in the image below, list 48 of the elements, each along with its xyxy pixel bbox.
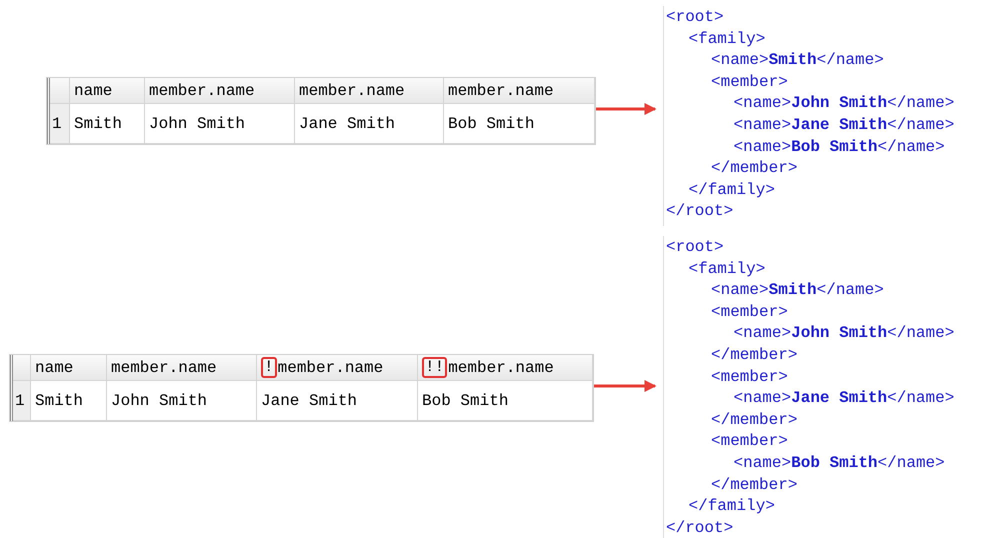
row-number: 1	[50, 104, 70, 144]
arrow	[592, 380, 656, 392]
code-line: <name>Jane Smith</name>	[734, 116, 954, 134]
table-cell: Bob Smith	[418, 381, 593, 421]
code-line: <name>Smith</name>	[711, 51, 884, 70]
code-line: <member>	[711, 72, 788, 91]
header-text: member.name	[278, 358, 384, 376]
code-line: </member>	[711, 346, 798, 364]
code-line: <name>John Smith</name>	[734, 94, 954, 112]
code-line: <name>Jane Smith</name>	[734, 389, 954, 408]
column-header: member.name	[145, 78, 295, 104]
table-cell: Smith	[31, 381, 107, 421]
code-line: <name>Bob Smith</name>	[734, 138, 945, 156]
code-line: </member>	[711, 476, 798, 494]
table-cell: Bob Smith	[444, 104, 595, 144]
header-text: member.name	[448, 358, 554, 376]
code-line: <name>John Smith</name>	[734, 324, 954, 342]
highlight-marker: !!	[422, 357, 448, 378]
table-cell: John Smith	[107, 381, 257, 421]
column-header: member.name	[107, 355, 257, 381]
table-cell: Jane Smith	[295, 104, 444, 144]
code-line: <member>	[711, 432, 788, 450]
table-cell: John Smith	[145, 104, 295, 144]
code-line: <family>	[688, 260, 766, 278]
table-cell: Jane Smith	[257, 381, 418, 421]
table-cell: Smith	[70, 104, 145, 144]
highlight-marker: !	[261, 357, 277, 378]
data-table	[47, 78, 595, 144]
arrow	[594, 103, 656, 116]
code-line: <member>	[711, 302, 788, 321]
code-line: <member>	[711, 368, 788, 386]
code-line: </root>	[666, 202, 734, 220]
code-line: <root>	[666, 238, 724, 256]
code-line: <name>Bob Smith</name>	[734, 454, 945, 472]
column-header: member.name	[444, 78, 595, 104]
code-line: </family>	[688, 497, 775, 516]
column-header: name	[31, 355, 107, 381]
code-line: </family>	[688, 180, 775, 199]
code-line: </root>	[666, 518, 734, 537]
code-line: </member>	[711, 410, 798, 429]
code-line: </member>	[711, 159, 798, 178]
data-table	[10, 355, 593, 421]
code-line: <root>	[666, 8, 724, 26]
code-line: <family>	[688, 30, 766, 48]
column-header: name	[70, 78, 145, 104]
column-header: member.name	[295, 78, 444, 104]
row-number: 1	[13, 381, 31, 421]
code-line: <name>Smith</name>	[711, 281, 884, 300]
